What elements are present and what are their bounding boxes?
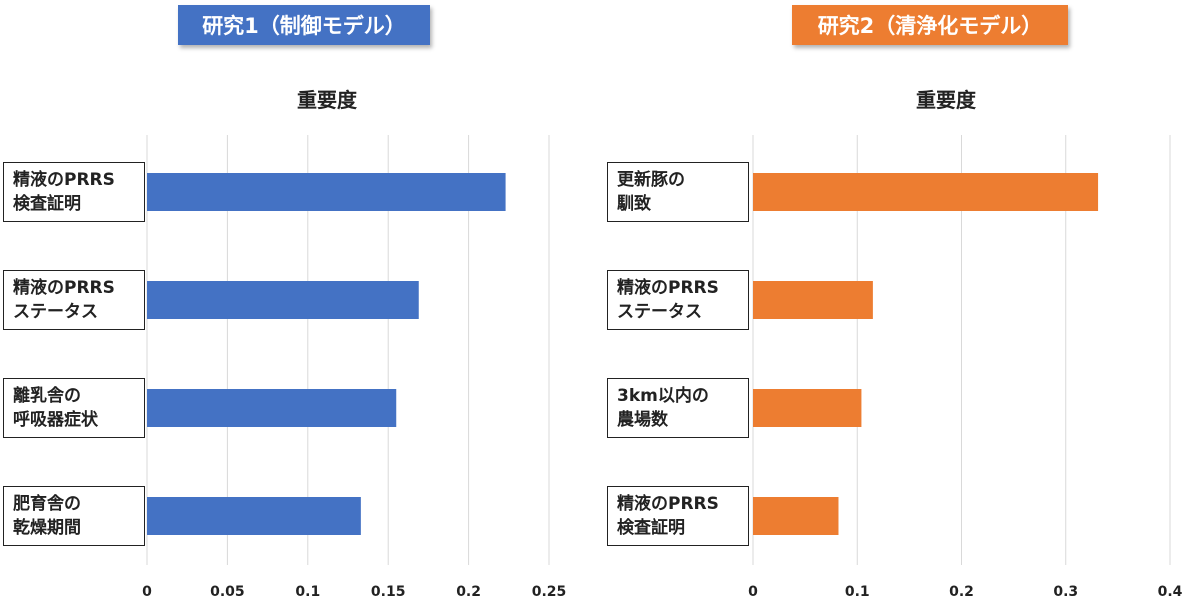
category-label-line: 精液のPRRS	[617, 278, 719, 298]
category-label-line: ステータス	[13, 302, 98, 322]
chart1-title: 重要度	[297, 88, 357, 112]
category-label-line: 離乳舎の	[13, 386, 81, 406]
category-label: 精液のPRRS 検査証明	[3, 162, 145, 222]
x-tick-label: 0.3	[1053, 584, 1078, 600]
study1-header: 研究1（制御モデル）	[178, 5, 430, 45]
x-tick-label: 0.2	[456, 584, 481, 600]
bar-2-4	[753, 497, 839, 535]
bar-1-4	[147, 497, 361, 535]
category-label-line: 精液のPRRS	[617, 494, 719, 514]
category-label-line: 馴致	[617, 194, 651, 214]
bar-2-2	[753, 281, 873, 319]
x-tick-label: 0.1	[845, 584, 870, 600]
category-label: 離乳舎の呼吸器症状	[3, 378, 145, 438]
category-label-line: 肥育舎の	[13, 494, 81, 514]
bar-2-1	[753, 173, 1099, 211]
x-tick-label: 0.15	[371, 584, 406, 600]
bar-1-3	[147, 389, 397, 427]
bar-2-3	[753, 389, 862, 427]
category-label-line: 農場数	[617, 410, 668, 430]
study2-header: 研究2（清浄化モデル）	[792, 5, 1068, 45]
x-tick-label: 0	[142, 584, 152, 600]
category-label-line: 精液のPRRS	[13, 278, 115, 298]
category-label-line: 3km以内の	[617, 386, 709, 406]
category-label-line: 検査証明	[13, 194, 81, 214]
x-tick-label: 0.05	[210, 584, 245, 600]
bar-1-2	[147, 281, 419, 319]
x-tick-label: 0.2	[949, 584, 974, 600]
category-label-line: ステータス	[617, 302, 702, 322]
x-tick-label: 0.4	[1158, 584, 1183, 600]
category-label: 精液のPRRS ステータス	[607, 270, 749, 330]
bar-1-1	[147, 173, 506, 211]
category-label: 肥育舎の乾燥期間	[3, 486, 145, 546]
category-label: 精液のPRRS 検査証明	[607, 486, 749, 546]
category-label: 更新豚の馴致	[607, 162, 749, 222]
category-label-line: 乾燥期間	[13, 518, 81, 538]
x-tick-label: 0	[748, 584, 758, 600]
category-label-line: 検査証明	[617, 518, 685, 538]
chart2-title: 重要度	[916, 88, 976, 112]
category-label-line: 精液のPRRS	[13, 170, 115, 190]
category-label: 精液のPRRS ステータス	[3, 270, 145, 330]
category-label-line: 更新豚の	[617, 170, 685, 190]
x-tick-label: 0.1	[295, 584, 320, 600]
category-label: 3km以内の農場数	[607, 378, 749, 438]
category-label-line: 呼吸器症状	[13, 410, 98, 430]
x-tick-label: 0.25	[532, 584, 567, 600]
